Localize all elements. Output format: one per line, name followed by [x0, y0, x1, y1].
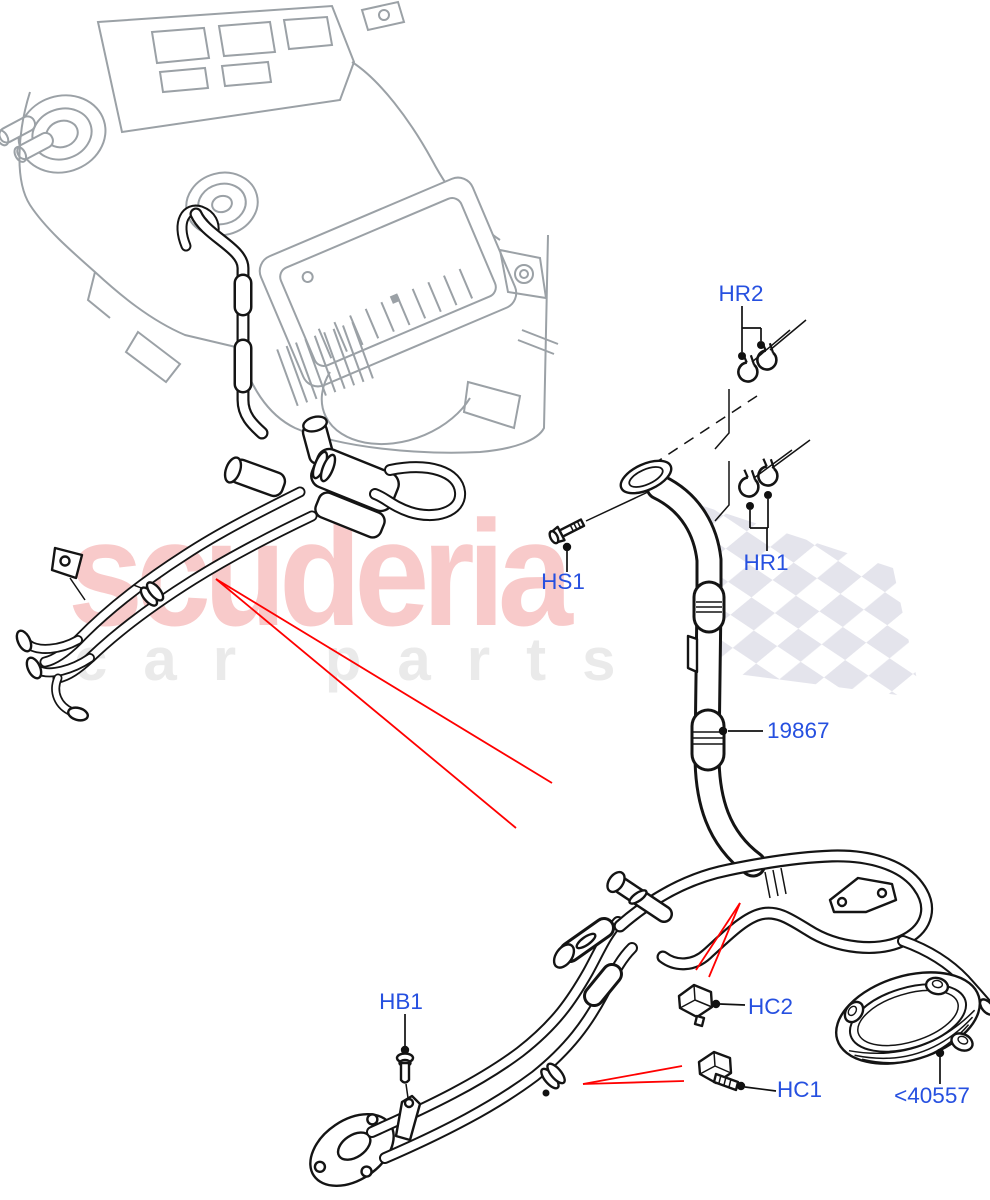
label-19867[interactable]: 19867 — [767, 718, 830, 743]
hvac-unit-illustration — [0, 0, 559, 454]
dashed-install-line — [648, 395, 758, 468]
heater-hose-left-assembly — [15, 204, 466, 722]
hose-route-fold-lines — [714, 389, 730, 522]
pointer-line-hc1 — [582, 1065, 683, 1085]
hose-rib-collar — [764, 867, 787, 899]
outlet-stub — [552, 943, 576, 969]
hose-clamp-icon — [540, 1062, 566, 1090]
pipe-clip-icon — [697, 1050, 740, 1092]
pointer-line-hc2 — [695, 902, 741, 971]
pointer-line-left-hose — [215, 578, 553, 784]
gasket-clip — [950, 1032, 974, 1052]
watermark-checkered-flag — [700, 505, 921, 698]
hose-clamp-icon — [735, 319, 807, 385]
bolt-icon — [395, 1052, 415, 1099]
pipe-bracket-tab — [686, 634, 699, 674]
pointer-line-hc2 — [708, 902, 741, 978]
hose-bracket — [394, 1094, 422, 1142]
gasket-seal-illustration — [834, 971, 982, 1065]
pipe-flange — [619, 459, 673, 495]
label-40557[interactable]: <40557 — [894, 1083, 970, 1108]
pointer-line-hc1 — [582, 1080, 685, 1085]
gasket-clip — [924, 976, 950, 996]
red-pointer-lines — [215, 578, 741, 1085]
label-hc2[interactable]: HC2 — [748, 994, 793, 1019]
pipe-clip-icon — [677, 983, 714, 1028]
heater-hose-lower-assembly — [309, 849, 990, 1187]
callouts: HR2 HR1 HS1 19867 HB1 HC2 HC1 — [379, 281, 970, 1108]
label-hr2[interactable]: HR2 — [718, 281, 763, 306]
label-hb1[interactable]: HB1 — [379, 989, 423, 1014]
bolt-icon — [548, 518, 586, 545]
label-hr1[interactable]: HR1 — [743, 550, 788, 575]
heater-supply-pipe-19867 — [619, 459, 767, 878]
watermark-tagline: car parts — [74, 626, 652, 693]
hose-clamp-icon — [134, 581, 165, 607]
hose-clamp-icon — [736, 439, 811, 500]
gasket-clip — [843, 1000, 865, 1024]
pointer-line-left-hose — [215, 578, 517, 829]
label-hc1[interactable]: HC1 — [777, 1077, 822, 1102]
label-hs1[interactable]: HS1 — [541, 569, 585, 594]
outlet-stub — [606, 870, 626, 894]
